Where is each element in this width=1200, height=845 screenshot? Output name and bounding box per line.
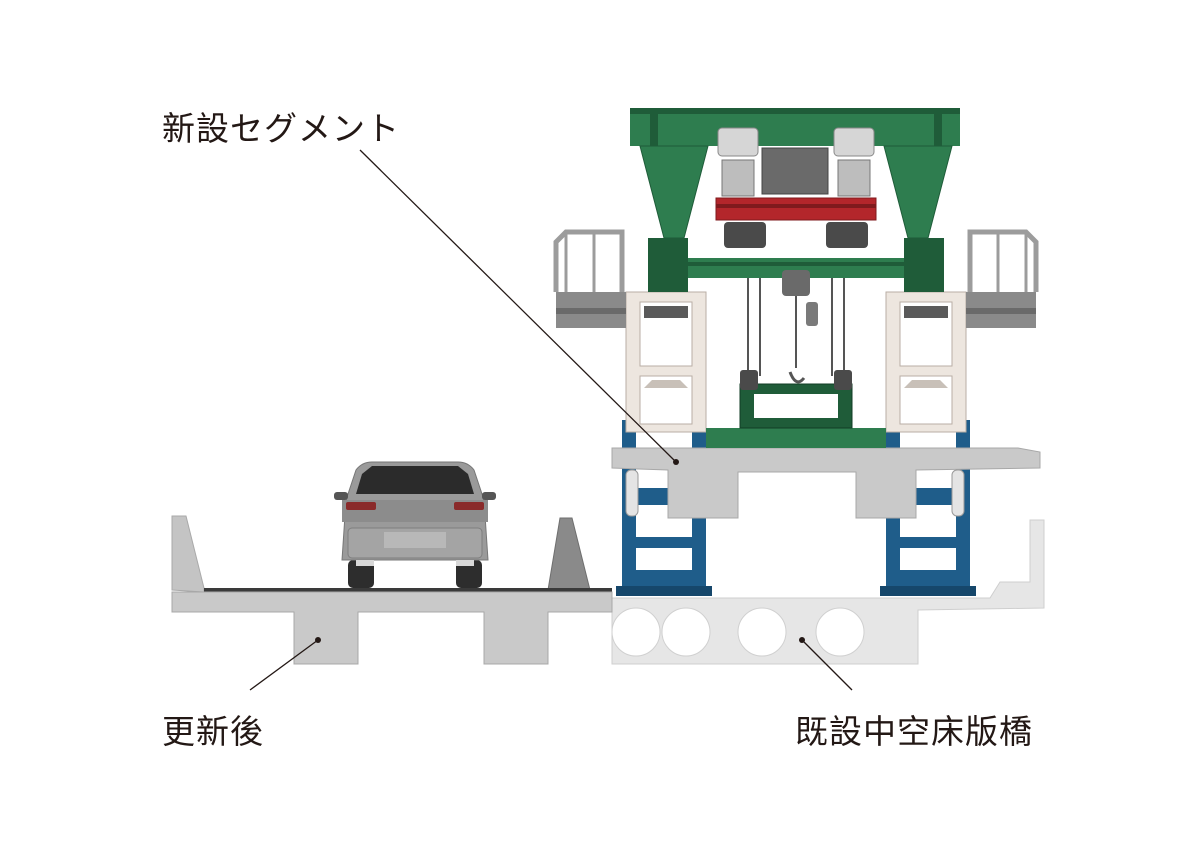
leader-lines <box>249 149 853 691</box>
void-hole <box>661 607 711 657</box>
void-hole <box>815 607 865 657</box>
car <box>334 461 496 588</box>
leader-line-existing-bridge <box>801 639 853 691</box>
platform-left <box>553 229 626 328</box>
label-new-segment: 新設セグメント <box>162 109 400 148</box>
leader-line-after-renewal <box>249 639 319 691</box>
hoist-assembly <box>715 127 877 429</box>
void-hole <box>611 607 661 657</box>
void-hole <box>737 607 787 657</box>
platform-right <box>966 229 1039 328</box>
renewed-bridge-deck <box>171 515 613 665</box>
new-segment <box>611 447 1041 519</box>
gantry-frame-right <box>885 291 967 433</box>
gantry-frame-left <box>625 291 707 433</box>
leader-line-new-segment <box>359 149 677 463</box>
existing-hollow-slab-bridge <box>611 519 1045 665</box>
label-after-renewal: 更新後 <box>162 712 264 751</box>
gantry-crane <box>630 108 960 448</box>
label-existing-hollow-slab-bridge: 既設中空床版橋 <box>795 712 1033 751</box>
